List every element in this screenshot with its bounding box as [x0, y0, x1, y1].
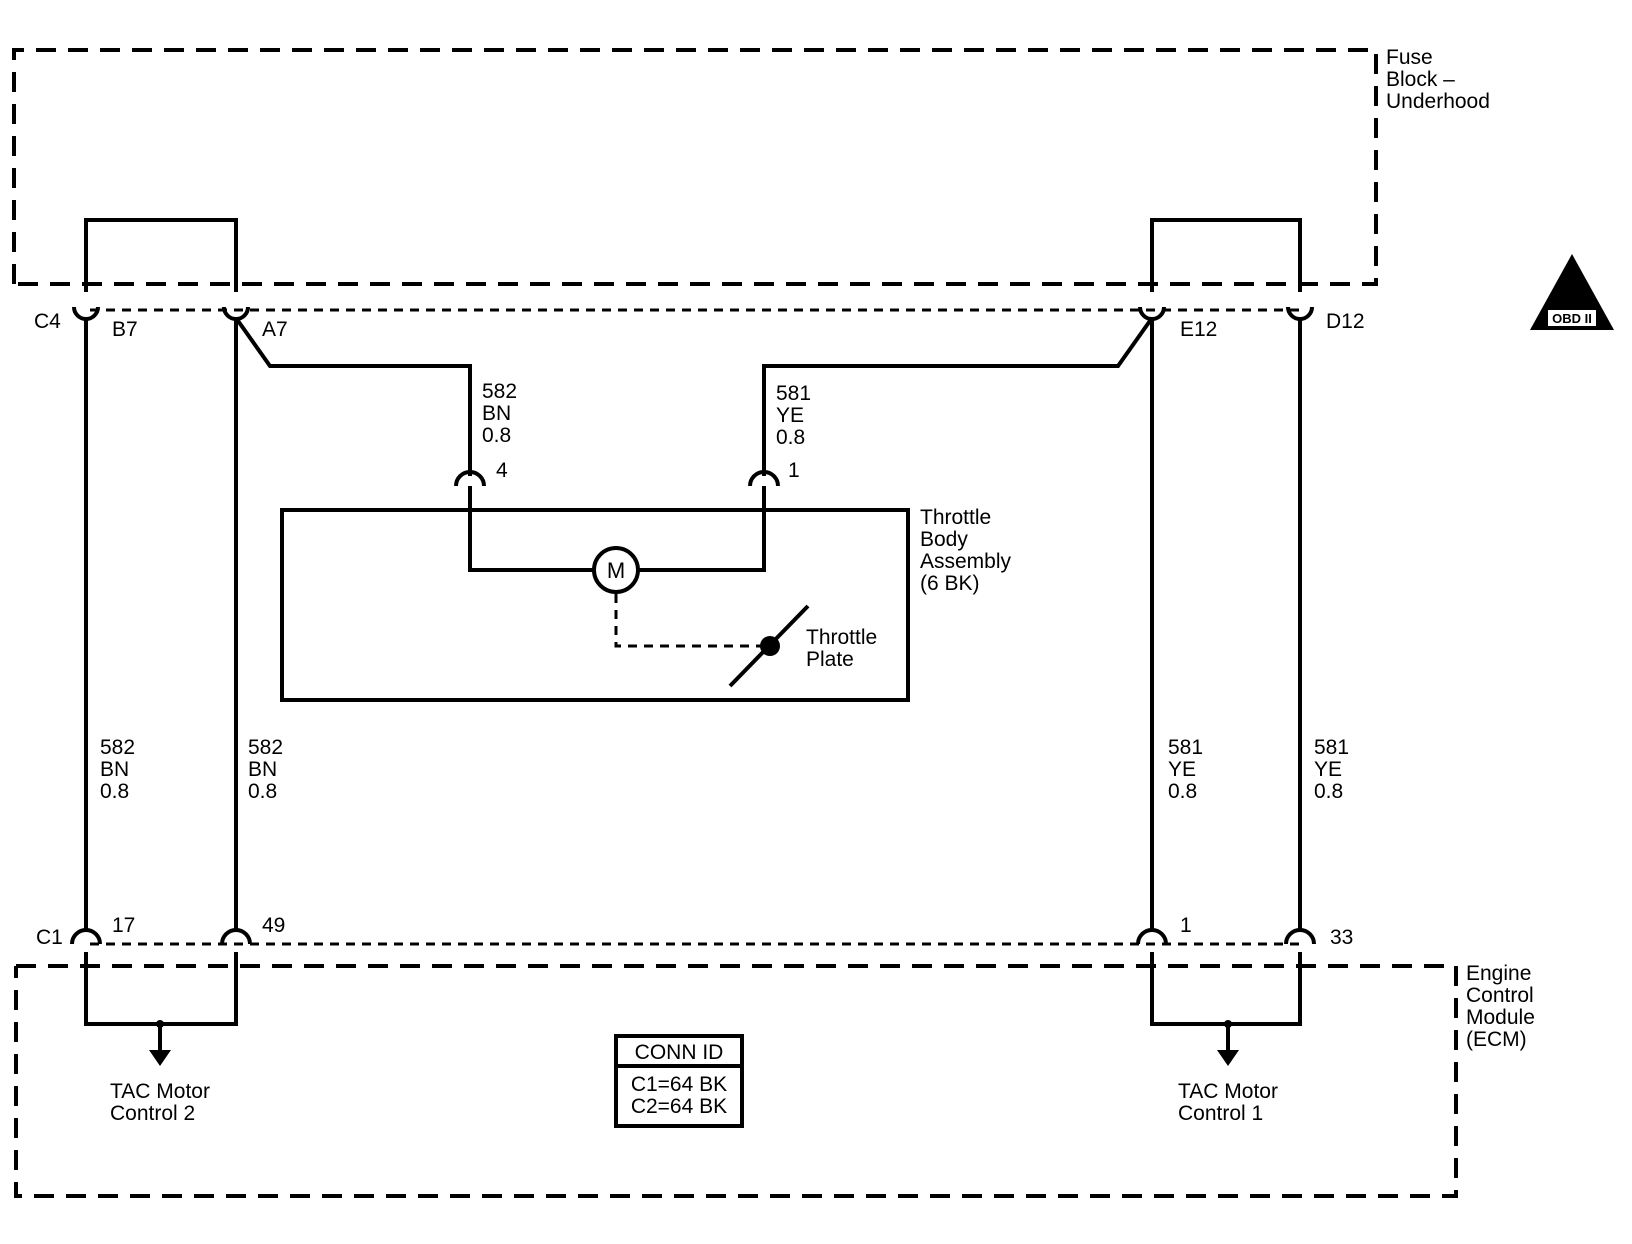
- pin-e12-label: E12: [1180, 318, 1217, 341]
- fuse-jumper-left: [84, 218, 238, 292]
- connector-c1-label: C1: [36, 926, 63, 949]
- throttle-plate-label-1: Throttle: [806, 626, 877, 649]
- svg-text:582: 582: [100, 736, 135, 759]
- conn-id-box: CONN ID C1=64 BK C2=64 BK: [614, 1034, 744, 1128]
- ecm-terminals: [70, 928, 1316, 945]
- motor-wire-left: [468, 486, 594, 572]
- throttle-plate-label-2: Plate: [806, 648, 854, 671]
- terminal-ecm-17: [70, 928, 102, 945]
- ecm-join-left: [84, 952, 238, 1026]
- splice-right: [1224, 1020, 1232, 1028]
- motor-wire-right: [638, 486, 766, 572]
- pin-d12-label: D12: [1326, 310, 1365, 333]
- wire-label-right-inner: 581 YE 0.8: [1168, 736, 1203, 803]
- throttle-body-label-3: Assembly: [920, 550, 1012, 573]
- connector-c4-label: C4: [34, 310, 61, 333]
- fuse-jumper-right: [1150, 218, 1302, 292]
- wire-label-582-branch: 582 BN 0.8: [482, 380, 517, 447]
- wire-label-right-outer: 581 YE 0.8: [1314, 736, 1349, 803]
- svg-text:YE: YE: [776, 404, 804, 427]
- throttle-body-assembly: Throttle Body Assembly (6 BK): [280, 506, 1012, 702]
- ecm-pin-33-label: 33: [1330, 926, 1353, 949]
- obd-ii-badge-numeral: II: [1563, 284, 1582, 310]
- throttle-plate-icon: [728, 604, 810, 688]
- motor-linkage: [614, 594, 770, 648]
- ecm-join-right: [1150, 952, 1302, 1026]
- terminal-ecm-49: [220, 928, 252, 945]
- svg-text:0.8: 0.8: [248, 780, 277, 803]
- throttle-body-label-4: (6 BK): [920, 572, 980, 595]
- wire-581-branch: [762, 316, 1154, 476]
- conn-id-row-1: C1=64 BK: [631, 1073, 727, 1096]
- svg-text:581: 581: [776, 382, 811, 405]
- conn-id-row-2: C2=64 BK: [631, 1095, 727, 1118]
- fuse-block-label-2: Block –: [1386, 68, 1455, 91]
- terminal-throttle-1: [748, 470, 780, 487]
- svg-text:0.8: 0.8: [776, 426, 805, 449]
- terminal-ecm-33: [1284, 928, 1316, 945]
- throttle-body-label-1: Throttle: [920, 506, 991, 529]
- svg-text:0.8: 0.8: [1314, 780, 1343, 803]
- svg-text:BN: BN: [482, 402, 511, 425]
- conn-id-title: CONN ID: [635, 1041, 724, 1064]
- svg-text:582: 582: [482, 380, 517, 403]
- obd-ii-badge-icon: OBD II II: [1530, 254, 1614, 330]
- fuse-block-module: Fuse Block – Underhood: [12, 46, 1490, 286]
- fuse-block-label-1: Fuse: [1386, 46, 1433, 69]
- terminal-throttle-4: [454, 470, 486, 487]
- terminal-ecm-1: [1136, 928, 1168, 945]
- pin-a7-label: A7: [262, 318, 288, 341]
- ecm-pin-17-label: 17: [112, 914, 135, 937]
- arrow-down-icon: [1217, 1050, 1239, 1066]
- throttle-pin-4-label: 4: [496, 459, 508, 482]
- svg-text:581: 581: [1168, 736, 1203, 759]
- ecm-pin-1-label: 1: [1180, 914, 1192, 937]
- wire-label-left-outer: 582 BN 0.8: [100, 736, 135, 803]
- obd-ii-badge-label: OBD II: [1552, 311, 1592, 326]
- ecm-label-1: Engine: [1466, 962, 1531, 985]
- tac-control-1-label-2: Control 1: [1178, 1102, 1263, 1125]
- ecm-label-3: Module: [1466, 1006, 1535, 1029]
- ecm-label-2: Control: [1466, 984, 1534, 1007]
- svg-text:582: 582: [248, 736, 283, 759]
- fuse-terminals: [72, 306, 1314, 321]
- svg-text:BN: BN: [100, 758, 129, 781]
- motor-label: M: [607, 558, 625, 583]
- svg-text:BN: BN: [248, 758, 277, 781]
- svg-text:0.8: 0.8: [1168, 780, 1197, 803]
- tac-control-2-label-1: TAC Motor: [110, 1080, 210, 1103]
- tac-control-1-label-1: TAC Motor: [1178, 1080, 1278, 1103]
- wire-582-branch: [234, 316, 472, 476]
- ecm-pin-49-label: 49: [262, 914, 285, 937]
- throttle-body-label-2: Body: [920, 528, 968, 551]
- splice-left: [156, 1020, 164, 1028]
- ecm-label-4: (ECM): [1466, 1028, 1527, 1051]
- svg-text:0.8: 0.8: [482, 424, 511, 447]
- throttle-pin-1-label: 1: [788, 459, 800, 482]
- fuse-block-label-3: Underhood: [1386, 90, 1490, 113]
- svg-text:581: 581: [1314, 736, 1349, 759]
- pin-b7-label: B7: [112, 318, 138, 341]
- wire-label-left-inner: 582 BN 0.8: [248, 736, 283, 803]
- wire-label-581-branch: 581 YE 0.8: [776, 382, 811, 449]
- svg-text:0.8: 0.8: [100, 780, 129, 803]
- arrow-down-icon: [149, 1050, 171, 1066]
- tac-control-2-label-2: Control 2: [110, 1102, 195, 1125]
- ecm-module: Engine Control Module (ECM): [14, 962, 1535, 1198]
- svg-text:YE: YE: [1314, 758, 1342, 781]
- svg-text:YE: YE: [1168, 758, 1196, 781]
- motor-icon: M: [592, 546, 640, 594]
